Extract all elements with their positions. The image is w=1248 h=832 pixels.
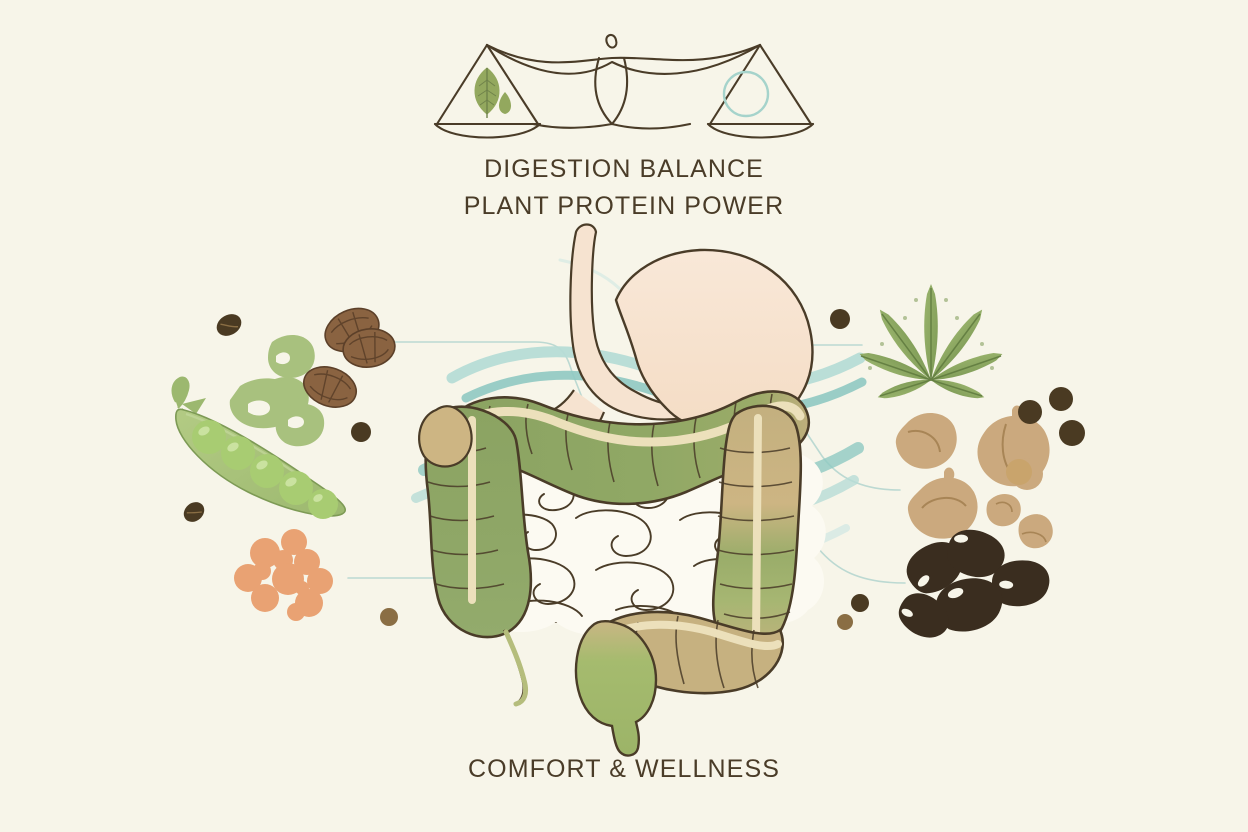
appendix-fill: [503, 629, 529, 707]
footer-tagline: COMFORT & WELLNESS: [468, 755, 780, 783]
page-title-line-1: DIGESTION BALANCE: [484, 155, 764, 183]
lentil: [294, 549, 320, 575]
chickpea-small-3: [1018, 514, 1053, 549]
seed-dot: [1006, 459, 1032, 485]
seed-dot: [216, 314, 242, 336]
fava-beans: [229, 335, 325, 447]
seed-dot: [837, 614, 853, 630]
lentil: [251, 584, 279, 612]
seed-dot: [830, 309, 850, 329]
seed-dot: [1018, 400, 1042, 424]
balance-scale-icon: [433, 33, 815, 139]
hemp-leaf: [859, 284, 1003, 399]
rectum: [574, 620, 658, 757]
lentil: [281, 529, 307, 555]
droplet-icon: [499, 92, 511, 114]
seed-dot: [1049, 387, 1073, 411]
seed-dot: [183, 502, 205, 522]
chickpeas: [895, 405, 1053, 549]
seed-dot: [380, 608, 398, 626]
leaf-icon: [474, 67, 500, 118]
walnut-seeds: [303, 307, 396, 408]
cecum: [418, 405, 473, 468]
red-lentil-cluster: [234, 529, 333, 621]
chickpea-medium-left: [895, 412, 957, 469]
seed-dot: [351, 422, 371, 442]
pea-3: [250, 454, 284, 488]
pea-2: [221, 436, 255, 470]
lentil: [250, 538, 280, 568]
chickpea-small-2: [986, 493, 1021, 527]
taenia-coli-descending: [752, 414, 762, 644]
scattered-seed-dots: [183, 309, 1085, 630]
page-title-line-2: PLANT PROTEIN POWER: [463, 192, 785, 220]
seed-dot: [1059, 420, 1085, 446]
lentil: [287, 603, 305, 621]
pea-pod: [171, 376, 346, 519]
digestive-system-illustration: [418, 223, 826, 757]
black-beans: [898, 529, 1050, 638]
pea-5: [308, 489, 338, 519]
taenia-coli-sigmoid: [606, 620, 782, 651]
seed-dot: [851, 594, 869, 612]
lentil: [234, 564, 262, 592]
circle-outline-icon: [722, 70, 770, 118]
lentil: [307, 568, 333, 594]
chickpea-medium-lower: [907, 467, 978, 539]
pea-1: [192, 420, 226, 454]
pea-4: [279, 471, 313, 505]
fava-bean-1: [268, 335, 315, 378]
descending-colon: [711, 404, 803, 651]
